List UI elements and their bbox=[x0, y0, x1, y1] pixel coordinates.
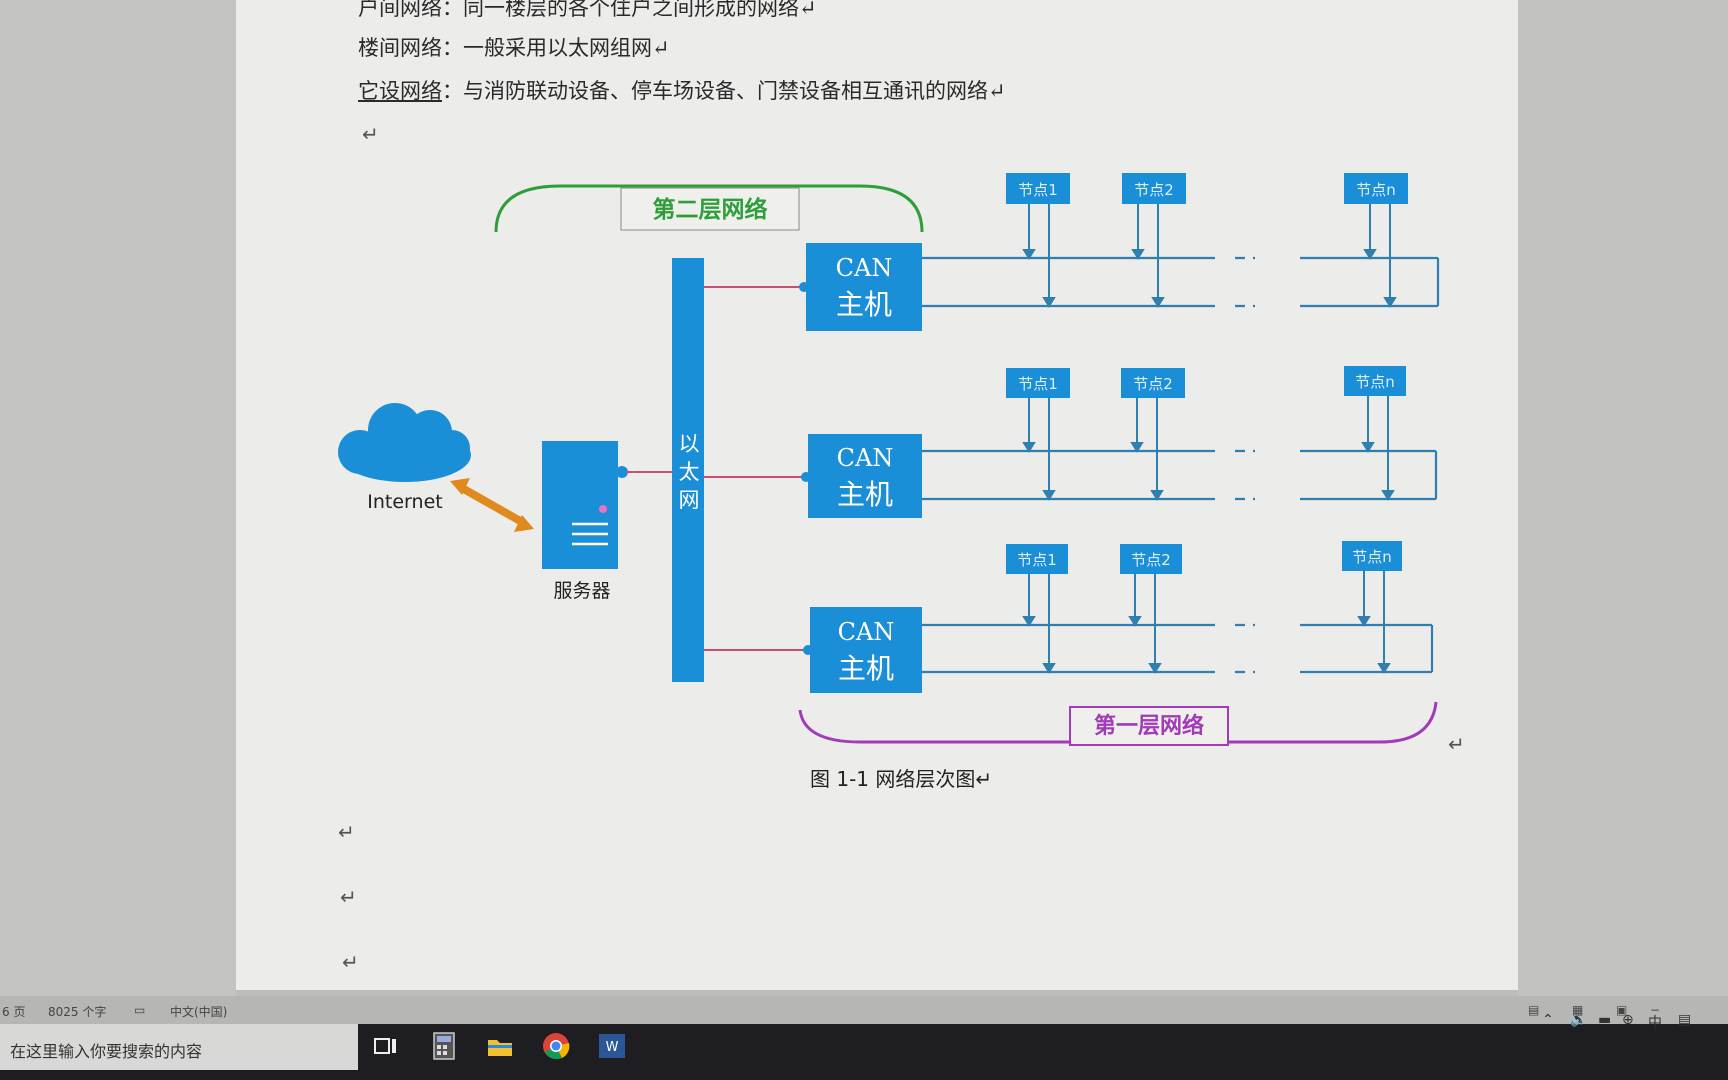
doc-line-1: 户间网络：同一楼层的各个住户之间形成的网络↵ bbox=[358, 0, 817, 20]
calculator-icon[interactable] bbox=[426, 1028, 462, 1064]
word-status-bar: 6 页 8025 个字 ▭ 中文(中国) ▤ ▦ ▣ − bbox=[0, 996, 1728, 1024]
can-host-2-label: CAN bbox=[837, 444, 894, 472]
paragraph-mark-5: ↵ bbox=[342, 950, 359, 974]
node-drops-3 bbox=[1022, 571, 1391, 674]
battery-icon[interactable]: ▬ bbox=[1598, 1012, 1612, 1028]
search-placeholder: 在这里输入你要搜索的内容 bbox=[10, 1042, 203, 1061]
doc-line-2: 楼间网络：一般采用以太网组网↵ bbox=[358, 36, 670, 60]
layer2-label-box bbox=[620, 187, 800, 231]
chrome-icon[interactable] bbox=[538, 1028, 574, 1064]
node-2-n-label: 节点n bbox=[1355, 373, 1395, 391]
status-word-count[interactable]: 8025 个字 bbox=[48, 1005, 107, 1019]
ethernet-backbone bbox=[672, 258, 704, 682]
can-host-3-label: CAN bbox=[838, 618, 895, 646]
server-label: 服务器 bbox=[553, 580, 610, 602]
can-host-1-sub: 主机 bbox=[836, 288, 892, 321]
node-1-1-label: 节点1 bbox=[1018, 181, 1058, 199]
volume-icon[interactable]: 🔈 bbox=[1570, 1012, 1588, 1028]
node-drops-1 bbox=[1022, 204, 1397, 308]
doc-line-3-text: ：与消防联动设备、停车场设备、门禁设备相互通讯的网络↵ bbox=[442, 79, 1006, 103]
figure-caption: 图 1-1 网络层次图↵ bbox=[810, 767, 993, 791]
can-host-3-sub: 主机 bbox=[838, 652, 894, 685]
node-3-1 bbox=[1006, 544, 1068, 574]
node-3-n bbox=[1342, 541, 1402, 571]
doc-term: 它设网络 bbox=[358, 79, 442, 103]
can-bus-2 bbox=[922, 449, 1438, 501]
server-icon bbox=[542, 441, 618, 569]
node-1-2 bbox=[1122, 173, 1186, 204]
node-1-n bbox=[1344, 173, 1408, 204]
svg-text:W: W bbox=[606, 1040, 619, 1055]
bidirectional-arrow bbox=[450, 478, 534, 532]
tray-chevron-icon[interactable]: ⌃ bbox=[1542, 1012, 1554, 1028]
paragraph-mark-2: ↵ bbox=[1448, 732, 1465, 756]
read-mode-icon[interactable]: ▤ bbox=[1528, 1003, 1540, 1017]
word-icon[interactable]: W bbox=[594, 1028, 630, 1064]
server-led bbox=[599, 505, 607, 513]
ethernet-char-2: 太 bbox=[679, 460, 700, 484]
paragraph-mark-4: ↵ bbox=[340, 885, 357, 909]
can-host-1: CAN 主机 bbox=[799, 243, 922, 331]
taskbar-search-box[interactable]: 在这里输入你要搜索的内容 bbox=[0, 1024, 358, 1070]
layer2-label: 第二层网络 bbox=[653, 196, 768, 223]
doc-line-3: 它设网络：与消防联动设备、停车场设备、门禁设备相互通讯的网络↵ bbox=[358, 75, 1006, 105]
node-1-2-label: 节点2 bbox=[1134, 181, 1174, 199]
node-3-2 bbox=[1120, 544, 1182, 574]
internet-label: Internet bbox=[367, 491, 442, 513]
ethernet-char-1: 以 bbox=[679, 432, 700, 456]
can-host-2: CAN 主机 bbox=[801, 434, 922, 518]
node-1-1 bbox=[1006, 173, 1070, 204]
desktop-right bbox=[1518, 0, 1728, 1000]
ime-indicator[interactable]: 中 bbox=[1648, 1015, 1662, 1031]
zoom-out-icon[interactable]: − bbox=[1650, 1003, 1661, 1017]
can-bus-1 bbox=[922, 256, 1440, 308]
paragraph-mark-1: ↵ bbox=[362, 122, 379, 146]
web-layout-icon[interactable]: ▣ bbox=[1616, 1003, 1628, 1017]
layer1-label: 第一层网络 bbox=[1094, 713, 1204, 739]
can-host-1-label: CAN bbox=[836, 254, 893, 282]
cloud-icon bbox=[338, 403, 471, 482]
proofing-icon[interactable]: ▭ bbox=[134, 1003, 146, 1017]
node-2-n bbox=[1344, 366, 1406, 396]
can-host-3: CAN 主机 bbox=[803, 607, 922, 693]
can-host-2-sub: 主机 bbox=[837, 478, 893, 511]
file-explorer-icon[interactable] bbox=[482, 1028, 518, 1064]
print-layout-icon[interactable]: ▦ bbox=[1572, 1003, 1584, 1017]
can-bus-3 bbox=[922, 623, 1434, 674]
network-diagram: 第二层网络 第一层网络 Internet 服务器 以 太 网 CAN 主机 bbox=[338, 173, 1440, 746]
desktop-left bbox=[0, 0, 236, 1000]
network-globe-icon[interactable]: ⊕ bbox=[1622, 1012, 1634, 1028]
ethernet-char-3: 网 bbox=[679, 488, 700, 512]
node-3-2-label: 节点2 bbox=[1131, 551, 1171, 569]
status-page-count[interactable]: 6 页 bbox=[2, 1005, 26, 1019]
node-3-n-label: 节点n bbox=[1352, 548, 1392, 566]
node-2-2 bbox=[1121, 368, 1185, 398]
node-1-n-label: 节点n bbox=[1356, 181, 1396, 199]
layer2-bracket bbox=[494, 184, 924, 233]
paragraph-mark-3: ↵ bbox=[338, 820, 355, 844]
layer1-label-box bbox=[1069, 706, 1229, 746]
node-3-1-label: 节点1 bbox=[1017, 551, 1057, 569]
task-view-icon[interactable] bbox=[368, 1028, 404, 1064]
node-2-1-label: 节点1 bbox=[1018, 375, 1058, 393]
status-language[interactable]: 中文(中国) bbox=[170, 1005, 228, 1019]
ime-mode-icon[interactable]: ▤ bbox=[1678, 1012, 1692, 1028]
node-2-2-label: 节点2 bbox=[1133, 375, 1173, 393]
node-2-1 bbox=[1006, 368, 1070, 398]
node-drops-2 bbox=[1022, 396, 1395, 501]
